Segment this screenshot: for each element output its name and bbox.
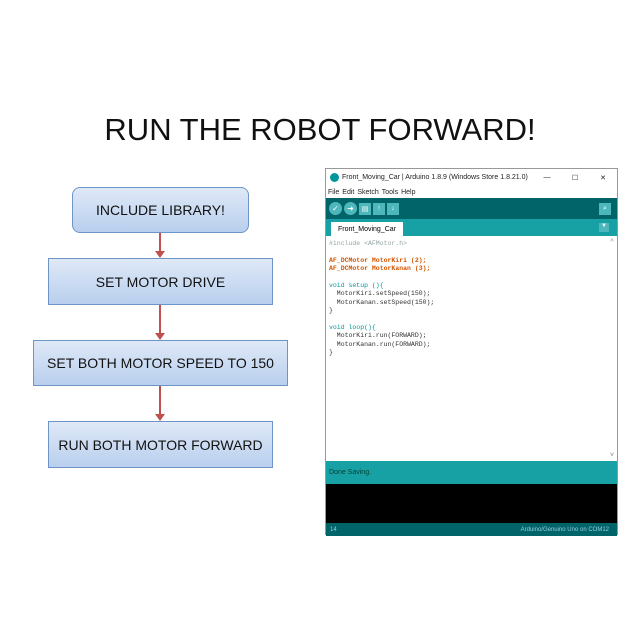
flow-arrow bbox=[155, 305, 165, 340]
code-line: MotorKiri.setSpeed(150); bbox=[329, 290, 431, 298]
code-line: MotorKanan.run(FORWARD); bbox=[329, 340, 431, 348]
upload-icon[interactable]: ➜ bbox=[344, 202, 357, 215]
code-editor[interactable]: #include <AFMotor.h> AF_DCMotor MotorKir… bbox=[326, 236, 617, 461]
scroll-down-icon[interactable]: v bbox=[610, 450, 614, 458]
flow-step-include-library: INCLUDE LIBRARY! bbox=[72, 187, 249, 233]
minimize-button[interactable]: — bbox=[543, 174, 551, 181]
code-line bbox=[329, 274, 614, 282]
code-line: AF_DCMotor MotorKanan (3); bbox=[329, 265, 431, 273]
tab-menu-icon[interactable]: ▼ bbox=[599, 223, 609, 232]
verify-icon[interactable]: ✓ bbox=[329, 202, 342, 215]
footer-bar: 14 Arduino/Genuino Uno on COM12 bbox=[326, 523, 617, 536]
save-icon[interactable]: ↓ bbox=[387, 202, 399, 215]
flow-arrow bbox=[155, 386, 165, 421]
toolbar: ✓ ➜ ▤ ↑ ↓ ⌕ bbox=[326, 198, 617, 219]
tab-bar: Front_Moving_Car ▼ bbox=[326, 219, 617, 236]
code-line: MotorKiri.run(FORWARD); bbox=[329, 332, 427, 340]
menu-bar: File Edit Sketch Tools Help bbox=[326, 186, 617, 198]
flow-step-run-forward: RUN BOTH MOTOR FORWARD bbox=[48, 421, 273, 468]
flow-step-set-speed: SET BOTH MOTOR SPEED TO 150 bbox=[33, 340, 288, 386]
code-line: AF_DCMotor MotorKiri (2); bbox=[329, 256, 427, 264]
arduino-logo-icon bbox=[330, 173, 339, 182]
flow-arrow bbox=[155, 233, 165, 258]
slide-title: RUN THE ROBOT FORWARD! bbox=[104, 112, 536, 147]
code-line: MotorKanan.setSpeed(150); bbox=[329, 298, 435, 306]
code-line bbox=[329, 248, 614, 256]
code-line: void loop(){ bbox=[329, 323, 376, 331]
status-bar: Done Saving. bbox=[326, 461, 617, 484]
menu-file[interactable]: File bbox=[328, 188, 340, 196]
scroll-up-icon[interactable]: ^ bbox=[610, 238, 614, 245]
flow-step-set-motor-drive: SET MOTOR DRIVE bbox=[48, 258, 273, 305]
title-bar: Front_Moving_Car | Arduino 1.8.9 (Window… bbox=[326, 169, 617, 186]
menu-sketch[interactable]: Sketch bbox=[357, 188, 379, 196]
menu-help[interactable]: Help bbox=[401, 188, 416, 196]
menu-edit[interactable]: Edit bbox=[342, 188, 355, 196]
window-title: Front_Moving_Car | Arduino 1.8.9 (Window… bbox=[342, 174, 528, 181]
line-number: 14 bbox=[330, 526, 337, 533]
maximize-button[interactable]: ☐ bbox=[571, 174, 579, 182]
close-button[interactable]: ✕ bbox=[600, 174, 606, 182]
code-line: } bbox=[329, 349, 333, 357]
serial-monitor-icon[interactable]: ⌕ bbox=[599, 202, 611, 215]
menu-tools[interactable]: Tools bbox=[381, 188, 399, 196]
code-line: void setup (){ bbox=[329, 281, 384, 289]
new-icon[interactable]: ▤ bbox=[359, 202, 371, 215]
console-output bbox=[326, 484, 617, 523]
arduino-ide-window: Front_Moving_Car | Arduino 1.8.9 (Window… bbox=[325, 168, 618, 536]
code-line: } bbox=[329, 307, 333, 315]
code-line: #include <AFMotor.h> bbox=[329, 240, 408, 247]
tab-front-moving-car[interactable]: Front_Moving_Car bbox=[331, 222, 403, 236]
code-line bbox=[329, 316, 614, 324]
open-icon[interactable]: ↑ bbox=[373, 202, 385, 215]
board-info: Arduino/Genuino Uno on COM12 bbox=[520, 526, 609, 533]
